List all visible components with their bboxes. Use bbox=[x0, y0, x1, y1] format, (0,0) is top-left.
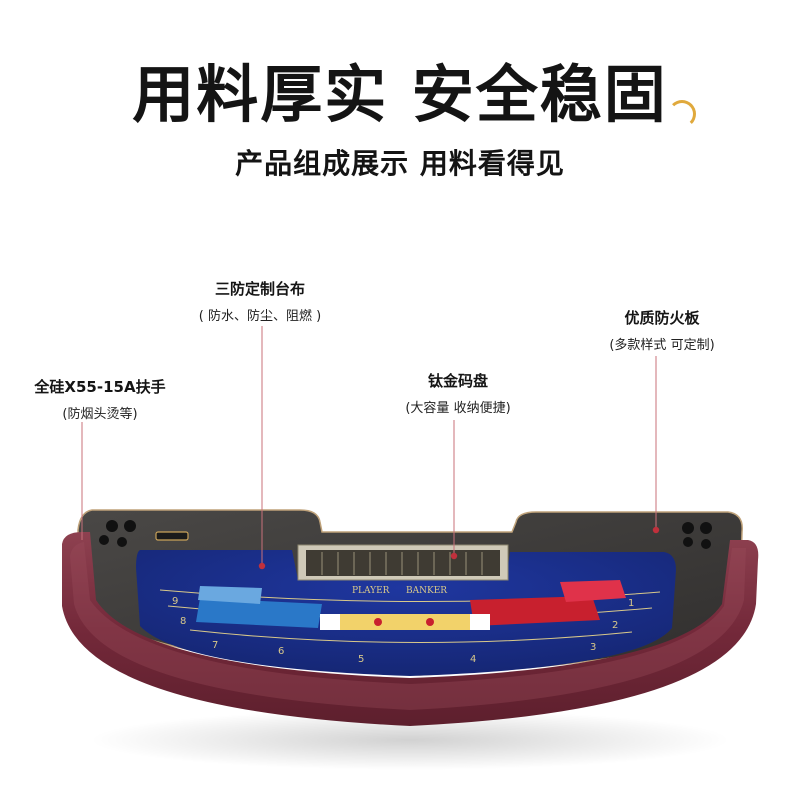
banker-label: BANKER bbox=[406, 586, 447, 596]
cup-hole bbox=[700, 522, 712, 534]
seat-number: 8 bbox=[180, 616, 186, 627]
callout-dot bbox=[652, 526, 660, 534]
callout-title: 优质防火板 bbox=[624, 309, 700, 327]
callout-dot bbox=[258, 562, 266, 570]
player-bet-band bbox=[196, 586, 322, 628]
seat-number: 4 bbox=[470, 654, 476, 665]
callout-title: 全硅X55-15A扶手 bbox=[34, 378, 166, 396]
callout-armrest: 全硅X55-15A扶手 (防烟头烫等) bbox=[20, 376, 180, 422]
subheadline: 产品组成展示 用料看得见 bbox=[235, 147, 565, 180]
callout-subtitle: (多款样式 可定制) bbox=[609, 338, 715, 353]
callout-fireproof-board: 优质防火板 (多款样式 可定制) bbox=[582, 307, 742, 353]
seat-number: 1 bbox=[628, 598, 634, 609]
cup-hole bbox=[683, 537, 693, 547]
cup-hole bbox=[124, 520, 136, 532]
callout-chip-tray: 钛金码盘 (大容量 收纳便捷) bbox=[378, 370, 538, 416]
seat-number: 6 bbox=[278, 646, 284, 657]
seat-number: 7 bbox=[212, 640, 218, 651]
headline: 用料厚实 安全稳固 bbox=[132, 58, 668, 131]
silicone-armrest bbox=[62, 532, 759, 726]
cup-hole bbox=[701, 539, 711, 549]
callout-subtitle: (防烟头烫等) bbox=[62, 407, 138, 422]
tablecloth-felt bbox=[136, 550, 676, 676]
callout-subtitle: (大容量 收纳便捷) bbox=[405, 401, 511, 416]
chip-tray-inner bbox=[306, 550, 500, 576]
callout-dot bbox=[450, 552, 458, 560]
cup-hole bbox=[117, 537, 127, 547]
cup-hole bbox=[106, 520, 118, 532]
callout-tablecloth: 三防定制台布 ( 防水、防尘、阻燃 ) bbox=[160, 278, 360, 324]
card-slot bbox=[155, 531, 189, 541]
callout-title: 钛金码盘 bbox=[427, 372, 488, 390]
callout-subtitle: ( 防水、防尘、阻燃 ) bbox=[198, 309, 322, 324]
banker-bet-band bbox=[470, 580, 626, 626]
callout-title: 三防定制台布 bbox=[214, 280, 305, 298]
table-shadow bbox=[90, 710, 730, 770]
armrest-highlight bbox=[70, 542, 746, 710]
chip-tray-slots bbox=[321, 552, 483, 575]
decorative-ring-icon bbox=[668, 100, 696, 128]
player-label: PLAYER bbox=[352, 586, 390, 596]
cup-hole bbox=[99, 535, 109, 545]
seat-number: 3 bbox=[590, 642, 596, 653]
seat-number: 9 bbox=[172, 596, 178, 607]
seat-number: 2 bbox=[612, 620, 618, 631]
layout-arc bbox=[189, 629, 633, 643]
cup-hole bbox=[682, 522, 694, 534]
seat-number: 5 bbox=[358, 654, 364, 665]
tie-bet-area bbox=[320, 614, 490, 630]
